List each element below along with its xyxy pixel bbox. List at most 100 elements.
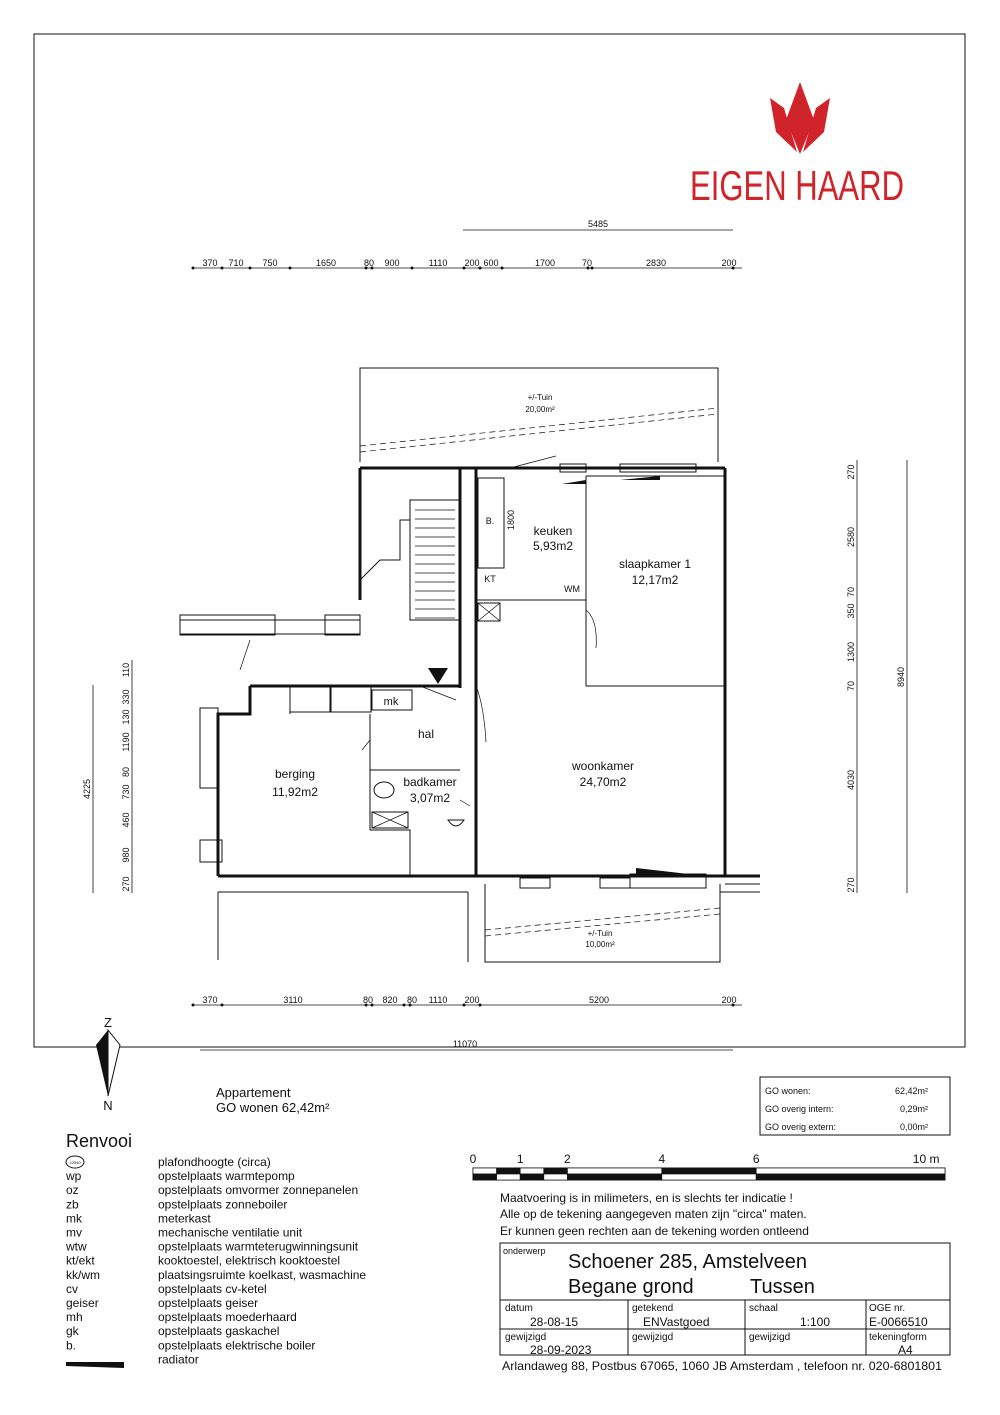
dim-top-3: 1650 (316, 258, 336, 268)
dim-tick (370, 1003, 374, 1007)
area-value-0: 62,42m² (895, 1086, 928, 1096)
legend-code-10: geiser (66, 1296, 99, 1310)
dim-right-6: 4030 (846, 770, 856, 790)
garden-top-name: +/-Tuin (528, 393, 553, 402)
area-label-2: GO overig extern: (765, 1122, 836, 1132)
dim-top-8: 600 (483, 258, 498, 268)
dim-left-8: 270 (121, 876, 131, 891)
dim-right-total: 8940 (896, 667, 906, 687)
room-woonkamer-name: woonkamer (571, 759, 634, 773)
gewijzigd-label-2: gewijzigd (632, 1332, 673, 1343)
office-address: Arlandaweg 88, Postbus 67065, 1060 JB Am… (502, 1359, 942, 1373)
meterkast-label: mk (384, 696, 399, 708)
dim-tick (408, 1003, 412, 1007)
scale-cell (543, 1173, 568, 1181)
area-label-1: GO overig intern: (765, 1104, 834, 1114)
legend-code-8: kk/wm (66, 1268, 100, 1282)
garden-top-area: 20,00m² (525, 405, 555, 414)
legend-code-9: cv (66, 1282, 78, 1296)
room-berging-area: 11,92m2 (272, 785, 318, 799)
dim-right-5: 70 (846, 681, 856, 691)
dim-tick (500, 266, 504, 270)
dim-tick (191, 1003, 195, 1007)
dim-bottom-8: 200 (721, 995, 736, 1005)
room-slaapkamer-area: 12,17m2 (632, 573, 679, 587)
dim-tick (731, 1003, 735, 1007)
entrance-arrow (428, 668, 448, 684)
logo-text: EIGEN HAARD (690, 162, 904, 209)
scale-cell (567, 1173, 663, 1181)
dim-left-1: 330 (121, 689, 131, 704)
legend-title: Renvooi (66, 1131, 132, 1151)
sheet-border (33, 33, 966, 1048)
scale-cell (496, 1167, 521, 1175)
dim-left-7: 980 (121, 847, 131, 862)
floor-plan: +/-Tuin 20,00m² mk (179, 367, 760, 963)
dim-top-10: 70 (582, 258, 592, 268)
legend-desc-1: opstelplaats warmtepomp (158, 1169, 295, 1183)
compass-top-letter: Z (104, 1015, 112, 1030)
title-block: onderwerp Schoener 285, Amstelveen Began… (499, 1242, 951, 1373)
room-keuken-name: keuken (534, 524, 573, 538)
dim-tick (478, 266, 482, 270)
dim-left-6: 460 (121, 812, 131, 827)
legend-code-2: oz (66, 1183, 79, 1197)
legend-desc-14: radiator (158, 1352, 199, 1366)
getekend-value: ENVastgoed (643, 1315, 710, 1329)
legend-code-7: kt/ekt (66, 1254, 95, 1268)
note-3: Er kunnen geen rechten aan de tekening w… (500, 1224, 809, 1238)
legend-desc-9: opstelplaats cv-ketel (158, 1282, 267, 1296)
legend-desc-3: opstelplaats zonneboiler (158, 1197, 287, 1211)
dim-bottom-total: 11070 (453, 1039, 477, 1049)
dim-bottom-0: 370 (202, 995, 217, 1005)
dim-tick (478, 1003, 482, 1007)
dim-tick (364, 1003, 368, 1007)
dim-top-1: 710 (228, 258, 243, 268)
dim-tick (410, 266, 414, 270)
dim-bottom-2: 80 (363, 995, 373, 1005)
dim-left-5: 730 (121, 784, 131, 799)
legend-code-12: gk (66, 1324, 80, 1338)
dim-tick (370, 266, 374, 270)
scale-tick-5: 10 m (913, 1152, 940, 1166)
ceiling-height-icon-text: ±2540 (69, 1160, 81, 1165)
dim-top-6: 1110 (429, 258, 448, 268)
dim-bottom-4: 80 (407, 995, 417, 1005)
scale-cell (755, 1173, 946, 1181)
dim-top-4: 80 (364, 258, 374, 268)
dim-right-3: 350 (846, 603, 856, 618)
dim-bottom-6: 200 (464, 995, 479, 1005)
scale-tick-1: 1 (517, 1152, 524, 1166)
dim-top-12: 200 (721, 258, 736, 268)
datum-value: 28-08-15 (530, 1315, 578, 1329)
project-title: Schoener 285, Amstelveen (568, 1251, 807, 1273)
dim-tick (731, 266, 735, 270)
scale-cell (661, 1167, 757, 1175)
dim-right-0: 270 (846, 464, 856, 479)
garden-bottom: +/-Tuin 10,00m² (484, 884, 721, 963)
legend-code-5: mv (66, 1226, 82, 1240)
dim-bottom-7: 5200 (589, 995, 609, 1005)
type-title: Tussen (750, 1276, 815, 1298)
room-badkamer-name: badkamer (403, 775, 456, 789)
scale-cell (543, 1167, 568, 1175)
legend-desc-10: opstelplaats geiser (158, 1296, 258, 1310)
area-label-0: GO wonen: (765, 1086, 811, 1096)
schaal-value: 1:100 (800, 1315, 830, 1329)
gewijzigd-label-3: gewijzigd (749, 1332, 790, 1343)
dim-kitchen-1800: 1800 (506, 510, 516, 530)
scale-cell (496, 1173, 521, 1181)
scale-cell (472, 1173, 497, 1181)
room-slaapkamer-name: slaapkamer 1 (619, 557, 691, 571)
legend-code-4: mk (66, 1211, 83, 1225)
kooktoestel-label: KT (484, 574, 496, 584)
dim-tick (248, 266, 252, 270)
room-keuken-area: 5,93m2 (533, 539, 573, 553)
scale-cell (661, 1173, 757, 1181)
logo-flame-center (786, 82, 814, 154)
